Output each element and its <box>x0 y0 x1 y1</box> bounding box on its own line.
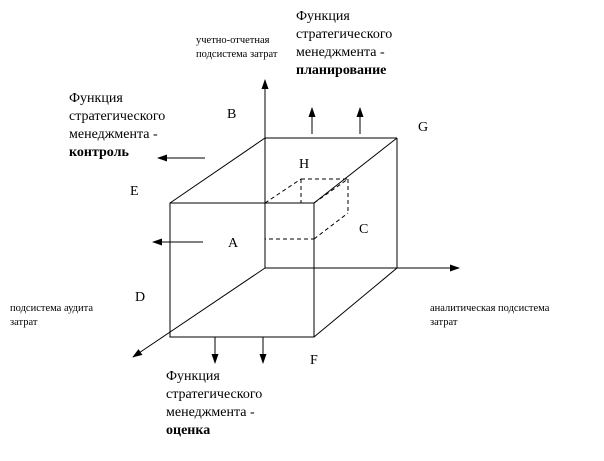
axis-label-audit-line1: подсистема аудита <box>10 303 94 314</box>
function-control-label: Функция стратегического менеджмента - ко… <box>69 90 165 162</box>
inner-cube-edge-top-left <box>264 178 302 204</box>
function-evaluation-line1: Функция <box>166 369 220 384</box>
vertex-label-a: A <box>228 236 239 251</box>
inner-dashed-cube <box>264 178 349 240</box>
axis-label-accounting-subsystem: учетно-отчетная подсистема затрат <box>196 34 277 61</box>
axis-label-audit-subsystem: подсистема аудита затрат <box>10 302 93 329</box>
diagonal-axis <box>132 267 266 358</box>
function-evaluation-line3: менеджмента - <box>166 404 255 420</box>
function-planning-line2: стратегического <box>296 26 393 42</box>
axis-label-accounting-line1: учетно-отчетная <box>196 35 270 46</box>
function-planning-line3: менеджмента - <box>296 44 385 60</box>
cube-edge-top-right <box>313 137 398 204</box>
function-planning-line1: Функция <box>296 9 350 24</box>
vertex-label-e: E <box>130 184 139 199</box>
function-evaluation-name: оценка <box>166 422 211 438</box>
axis-label-analytical-line1: аналитическая подсистема <box>430 303 550 314</box>
axis-label-analytical-line2: затрат <box>430 316 458 328</box>
vertex-label-b: B <box>227 107 237 122</box>
function-control-name: контроль <box>69 144 129 160</box>
function-control-line2: стратегического <box>69 108 166 124</box>
vertex-label-h: H <box>299 157 310 172</box>
inner-cube-edge-bottom-right <box>313 212 349 240</box>
vertex-label-g: G <box>418 120 429 135</box>
function-planning-name: планирование <box>296 62 387 78</box>
inner-cube-front-face <box>264 202 315 240</box>
function-evaluation-label: Функция стратегического менеджмента - оц… <box>166 368 262 440</box>
function-control-line3: менеджмента - <box>69 126 158 142</box>
axis-label-analytical-subsystem: аналитическая подсистема затрат <box>430 302 549 329</box>
cube-edge-bottom-right <box>313 267 398 338</box>
cube-edge-top-left <box>169 137 266 204</box>
vertex-label-f: F <box>310 353 318 368</box>
function-evaluation-line2: стратегического <box>166 386 263 402</box>
vertex-label-d: D <box>135 290 146 305</box>
cube-front-face <box>169 202 315 338</box>
vertex-label-c: C <box>359 222 369 237</box>
axis-label-audit-line2: затрат <box>10 316 38 328</box>
function-planning-label: Функция стратегического менеджмента - пл… <box>296 8 392 80</box>
axis-label-accounting-line2: подсистема затрат <box>196 48 278 60</box>
function-control-line1: Функция <box>69 91 123 106</box>
